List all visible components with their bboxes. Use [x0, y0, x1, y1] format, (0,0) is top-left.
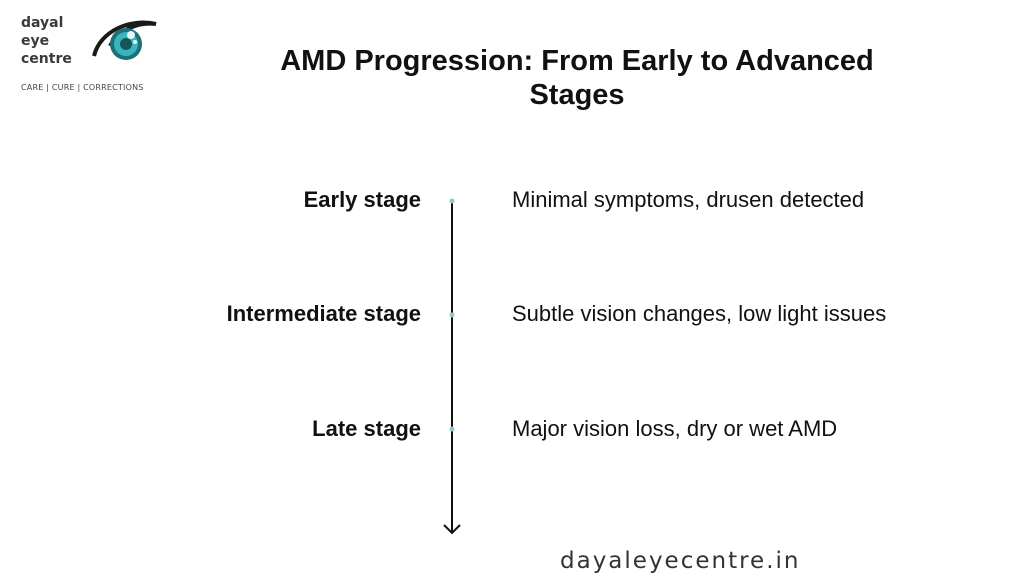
timeline-dot [449, 312, 455, 318]
stage-label: Early stage [303, 187, 421, 212]
timeline-arrow [443, 198, 461, 535]
logo-line: centre [21, 51, 72, 67]
website-footer: dayaleyecentre.in [560, 548, 801, 574]
arrowhead-icon [443, 524, 461, 535]
stage-description: Minimal symptoms, drusen detected [512, 187, 865, 212]
stage-label: Intermediate stage [226, 301, 421, 326]
timeline-dot [449, 198, 455, 204]
stage-label: Late stage [312, 416, 421, 441]
timeline-dot [449, 426, 455, 432]
stage-description: Subtle vision changes, low light issues [512, 301, 887, 326]
page-title: AMD Progression: From Early to Advanced … [280, 45, 874, 111]
logo-text: dayal eye centre [21, 14, 72, 68]
stage-description: Major vision loss, dry or wet AMD [512, 416, 838, 441]
eye-logo-icon [92, 20, 157, 60]
logo-line: dayal [21, 15, 64, 31]
logo-line: eye [21, 33, 50, 49]
logo-tagline: CARE | CURE | CORRECTIONS [21, 83, 144, 92]
